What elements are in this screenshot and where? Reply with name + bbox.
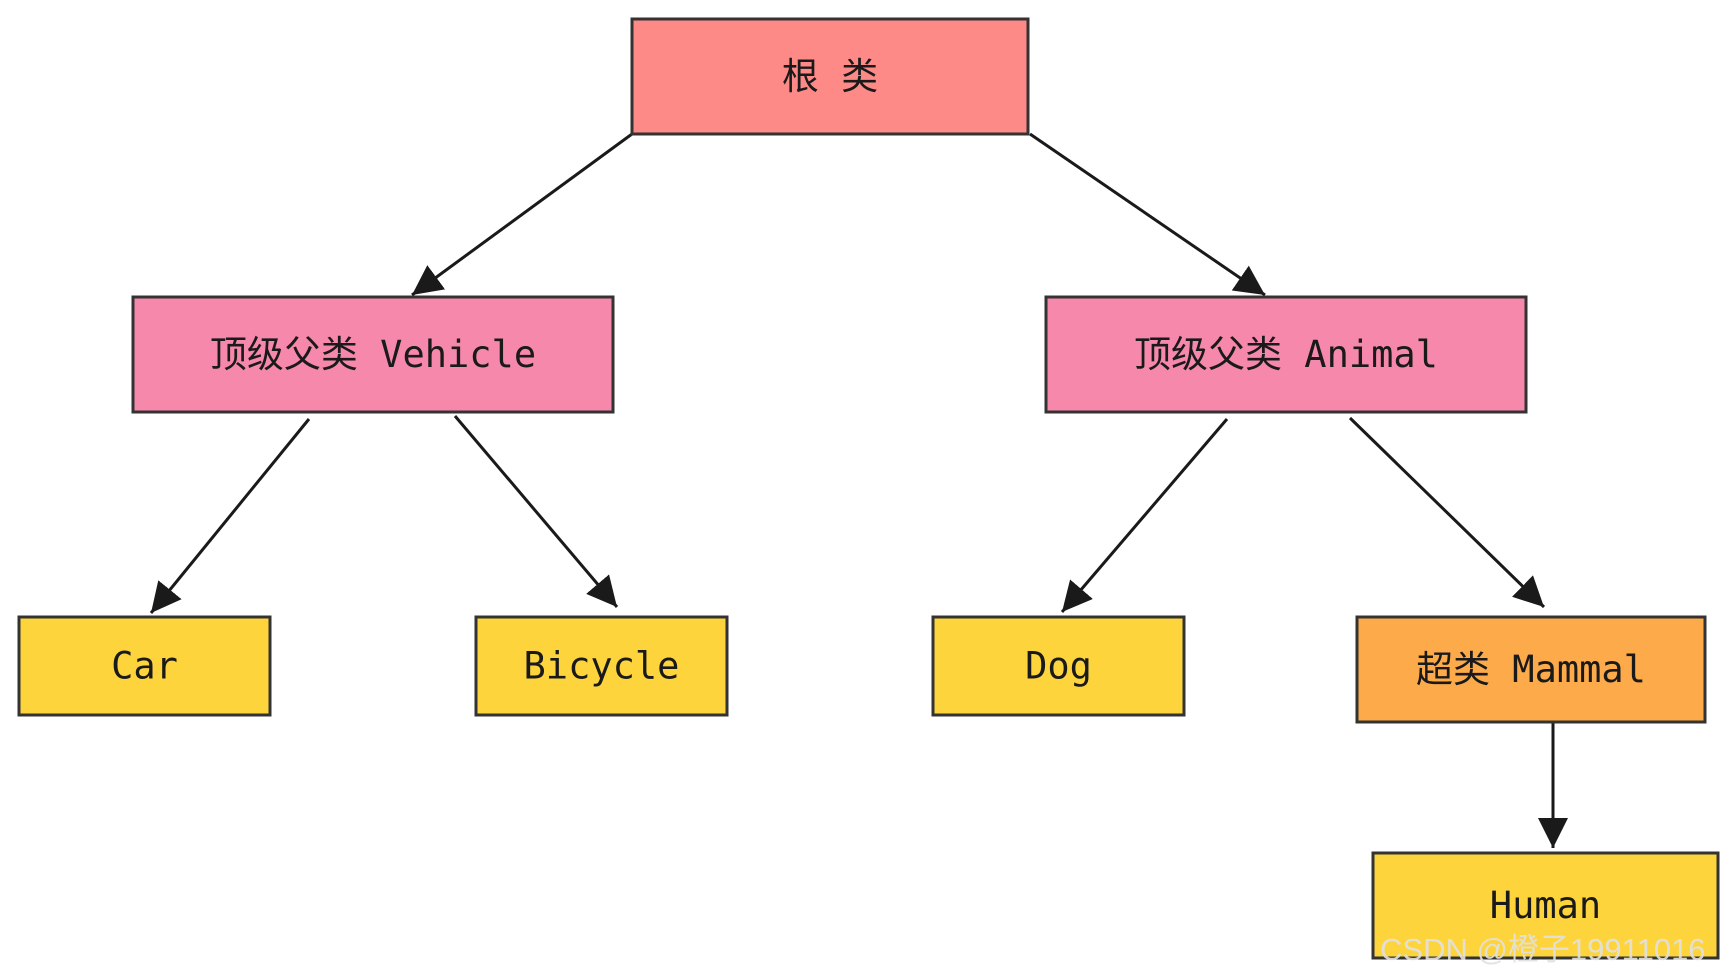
edge-vehicle-car <box>149 418 311 614</box>
edge-animal-mammal <box>1348 416 1546 609</box>
node-box-vehicle <box>131 295 615 414</box>
edge-animal-dog <box>1060 418 1229 613</box>
node-box-car <box>17 615 272 717</box>
node-label-mammal: 超类 Mammal <box>1416 648 1646 691</box>
node-label-root: 根 类 <box>782 55 878 98</box>
node-human: Human <box>1371 851 1720 960</box>
watermark: CSDN @橙子19911016 <box>1380 932 1706 967</box>
node-vehicle: 顶级父类 Vehicle <box>131 295 615 414</box>
node-label-vehicle: 顶级父类 Vehicle <box>210 333 536 376</box>
node-label-bicycle: Bicycle <box>524 645 680 688</box>
node-label-human: Human <box>1490 884 1601 927</box>
edge-root-vehicle <box>411 132 633 297</box>
node-root: 根 类 <box>630 17 1030 136</box>
node-box-root <box>630 17 1030 136</box>
node-box-animal <box>1044 295 1528 414</box>
edges <box>149 132 1568 848</box>
edge-vehicle-bicycle <box>453 415 619 608</box>
node-box-dog <box>931 615 1186 717</box>
node-box-mammal <box>1355 615 1707 724</box>
node-dog: Dog <box>931 615 1186 717</box>
node-label-car: Car <box>111 645 178 688</box>
node-box-bicycle <box>474 615 729 717</box>
node-label-dog: Dog <box>1025 645 1092 688</box>
node-mammal: 超类 Mammal <box>1355 615 1707 724</box>
node-animal: 顶级父类 Animal <box>1044 295 1528 414</box>
node-box-human <box>1371 851 1720 960</box>
edge-root-animal <box>1029 132 1266 297</box>
node-car: Car <box>17 615 272 717</box>
node-bicycle: Bicycle <box>474 615 729 717</box>
node-label-animal: 顶级父类 Animal <box>1134 333 1438 376</box>
